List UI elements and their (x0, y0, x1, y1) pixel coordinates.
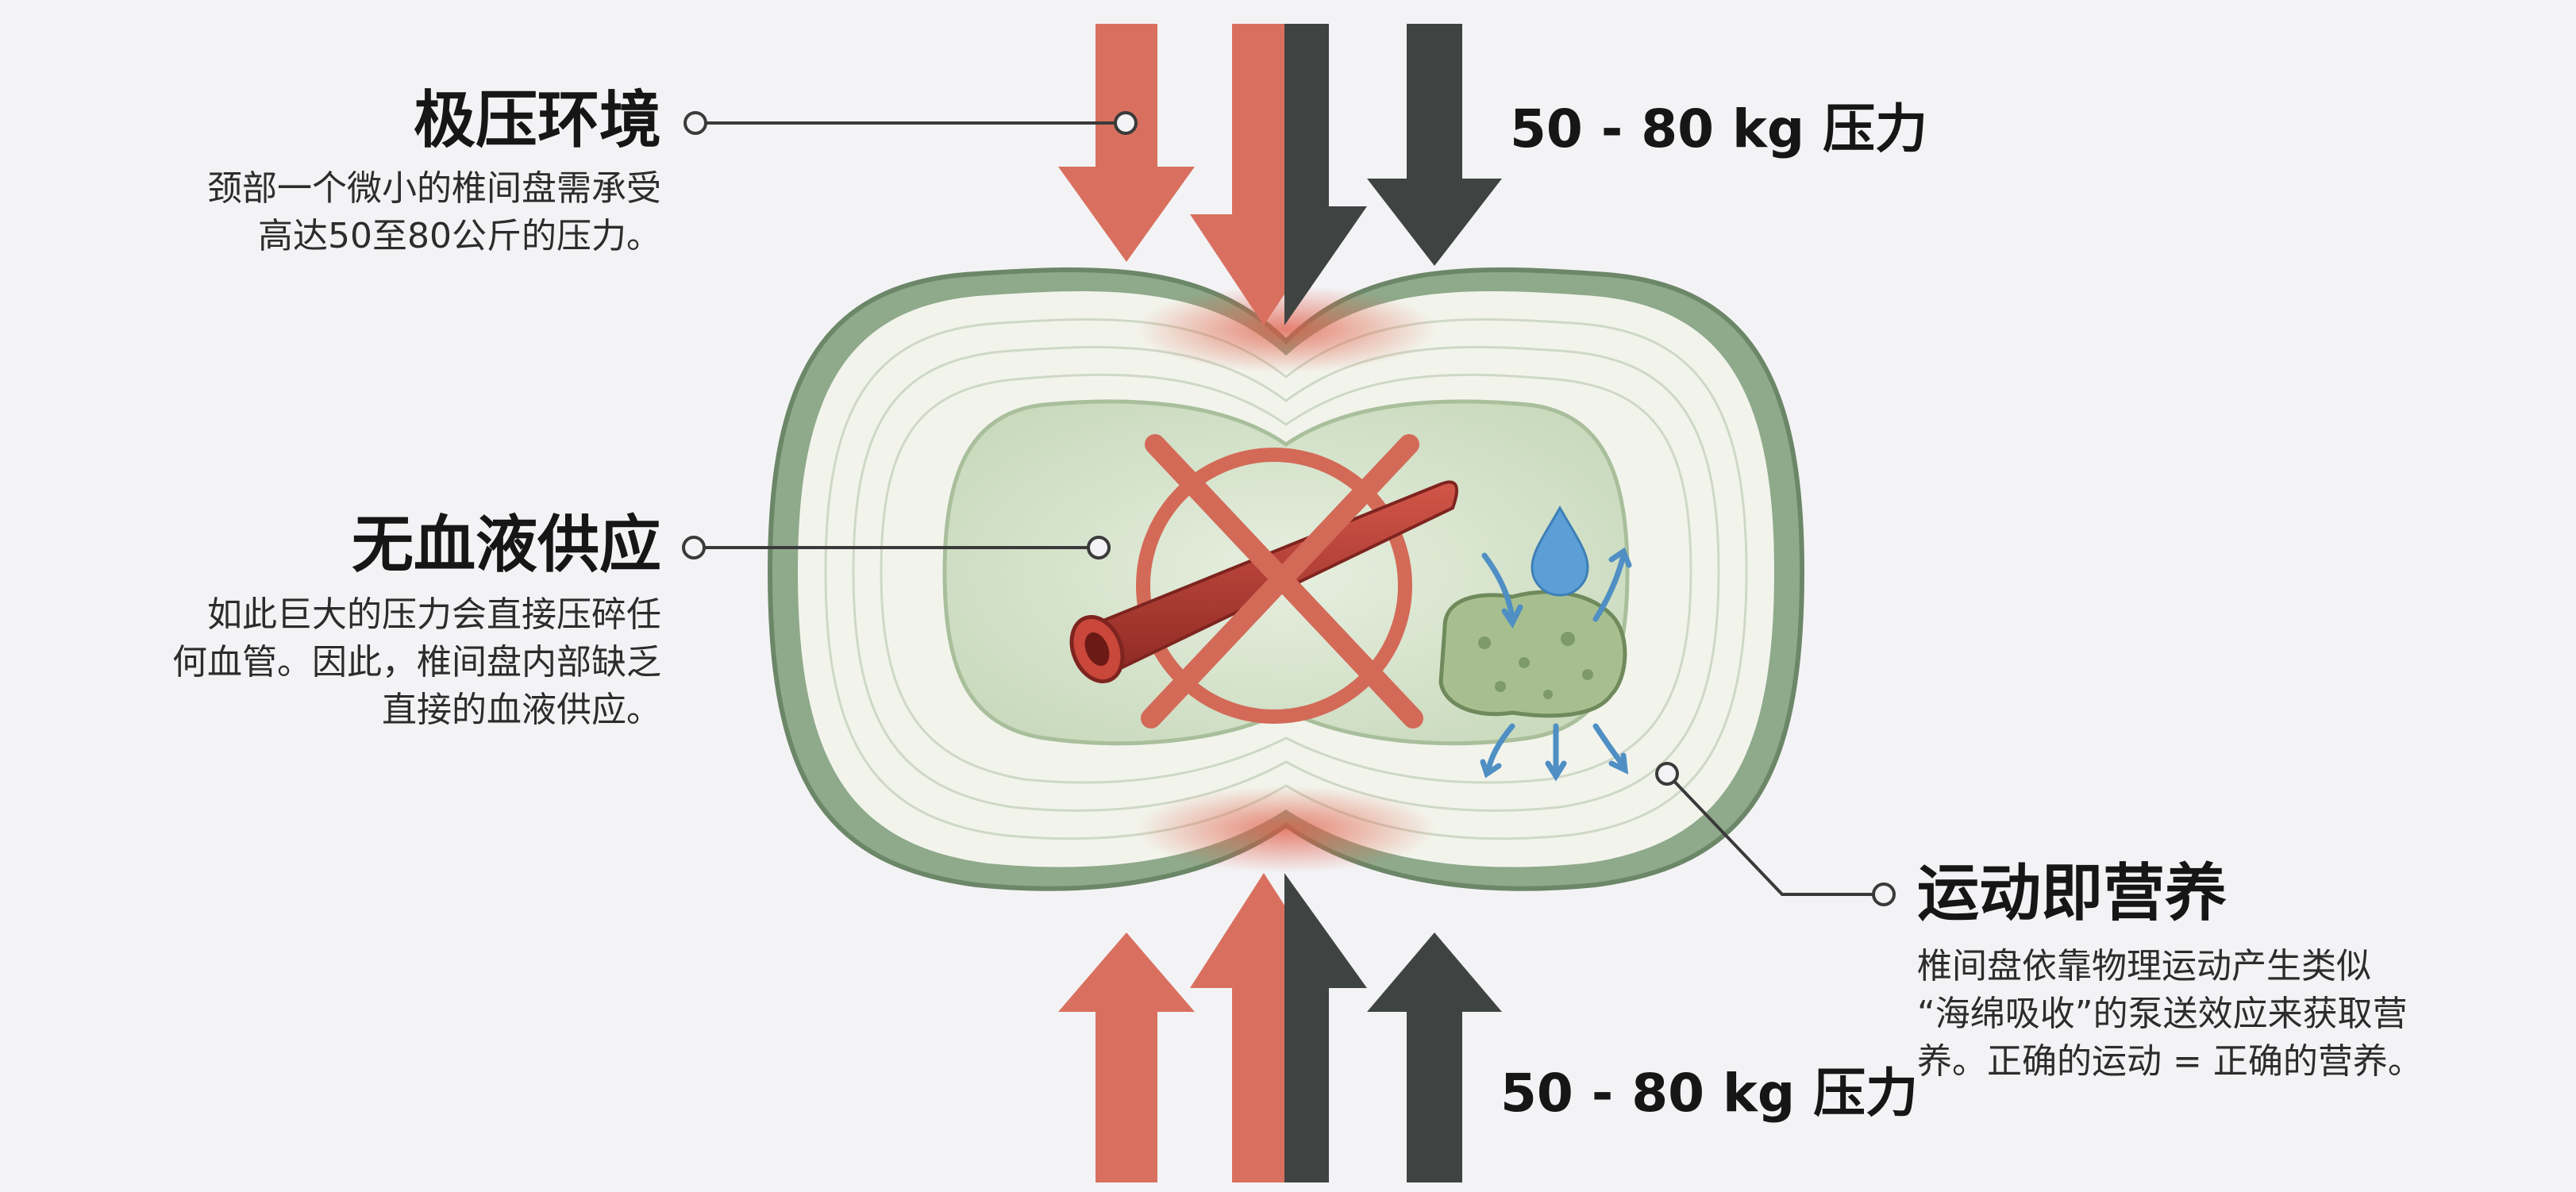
text-line: 如此巨大的压力会直接压碎任 (172, 591, 661, 639)
arrow-up-red-1 (1058, 932, 1195, 1182)
text-line: 高达50至80公斤的压力。 (207, 213, 661, 260)
text-line: 颈部一个微小的椎间盘需承受 (207, 165, 661, 213)
text-line: 何血管。因此，椎间盘内部缺乏 (172, 639, 661, 686)
title-no-blood-supply: 无血液供应 (352, 514, 661, 576)
pressure-label-bottom: 50 - 80 kg 压力 (1500, 1067, 1918, 1120)
title-extreme-pressure: 极压环境 (414, 90, 661, 152)
text-no-blood-supply: 如此巨大的压力会直接压碎任 何血管。因此，椎间盘内部缺乏 直接的血液供应。 (172, 591, 661, 734)
text-motion-is-nutrition: 椎间盘依靠物理运动产生类似 “海绵吸收”的泵送效应来获取营 养。正确的运动 = … (1917, 943, 2423, 1086)
text-extreme-pressure: 颈部一个微小的椎间盘需承受 高达50至80公斤的压力。 (207, 165, 661, 260)
text-line: 椎间盘依靠物理运动产生类似 (1917, 943, 2423, 990)
text-line: 直接的血液供应。 (172, 686, 661, 734)
arrow-down-dark-1 (1284, 24, 1367, 325)
text-line: 养。正确的运动 = 正确的营养。 (1917, 1038, 2423, 1086)
arrow-down-red-1 (1058, 24, 1195, 262)
bottom-pressure-arrows (1058, 873, 1502, 1182)
arrow-down-dark-2 (1367, 24, 1502, 266)
title-motion-is-nutrition: 运动即营养 (1917, 863, 2227, 925)
arrow-up-dark-2 (1367, 932, 1502, 1182)
pressure-label-top: 50 - 80 kg 压力 (1510, 103, 1927, 156)
text-line: “海绵吸收”的泵送效应来获取营 (1917, 990, 2423, 1038)
arrow-up-dark-1 (1284, 873, 1367, 1182)
